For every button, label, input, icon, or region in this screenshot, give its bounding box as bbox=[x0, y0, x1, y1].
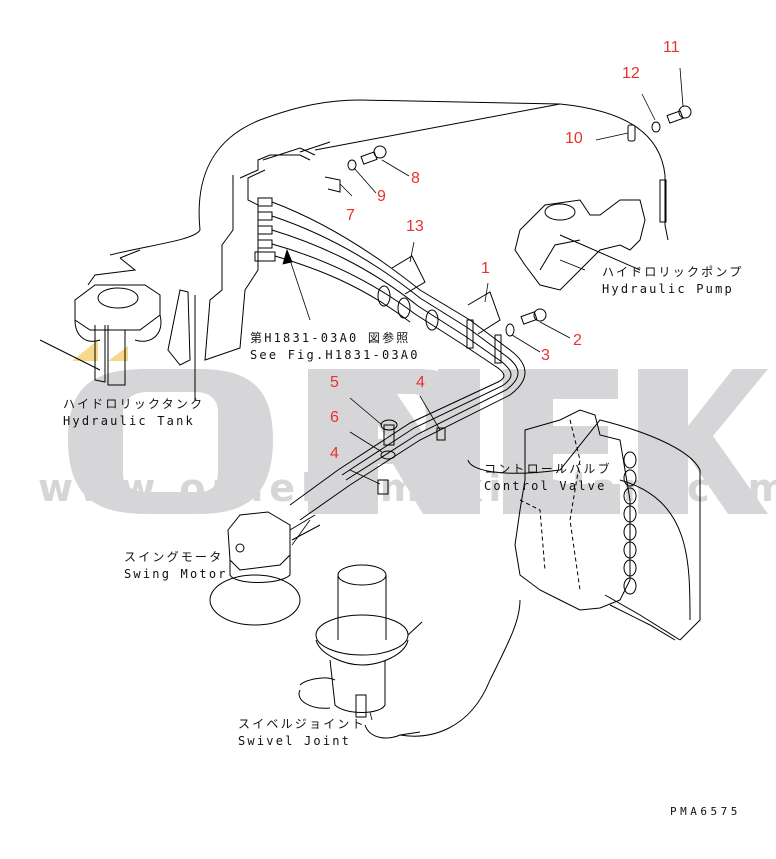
hydraulic-pump bbox=[515, 175, 668, 290]
clamp-1 bbox=[467, 292, 501, 363]
callout-13: 13 bbox=[406, 218, 424, 235]
label-swivel-joint: スイベルジョイント Swivel Joint bbox=[238, 717, 366, 748]
washer-12 bbox=[652, 122, 660, 132]
clamp-13 bbox=[378, 256, 438, 330]
callout-4-upper: 4 bbox=[416, 374, 425, 391]
control-valve bbox=[515, 410, 690, 640]
bolt-11 bbox=[667, 106, 691, 123]
washer-6 bbox=[381, 451, 395, 459]
callout-2: 2 bbox=[573, 332, 582, 349]
hydraulic-tank bbox=[40, 250, 190, 385]
callout-12: 12 bbox=[622, 65, 640, 82]
bracket-plate bbox=[205, 104, 560, 360]
callout-3: 3 bbox=[541, 347, 550, 364]
clamp-4-lower bbox=[378, 480, 388, 494]
valve-spools bbox=[624, 452, 636, 594]
label-control-valve: コントロールバルブ Control Valve bbox=[484, 462, 612, 493]
bolt-8 bbox=[361, 146, 386, 164]
clamp-4-upper bbox=[437, 428, 445, 440]
label-hydraulic-tank: ハイドロリックタンク Hydraulic Tank bbox=[63, 397, 205, 428]
callout-4-lower: 4 bbox=[330, 445, 339, 462]
swivel-joint bbox=[299, 565, 520, 738]
callout-6: 6 bbox=[330, 409, 339, 426]
callout-1: 1 bbox=[481, 260, 490, 277]
callout-8: 8 bbox=[411, 170, 420, 187]
drawing-code: PMA6575 bbox=[670, 805, 741, 818]
swing-motor bbox=[210, 512, 320, 625]
callout-9: 9 bbox=[377, 188, 386, 205]
bracket-7 bbox=[325, 177, 340, 192]
frame-outline bbox=[199, 100, 665, 230]
callout-7: 7 bbox=[346, 207, 355, 224]
callout-11: 11 bbox=[663, 39, 680, 56]
washer-9 bbox=[348, 160, 356, 170]
washer-3 bbox=[506, 324, 514, 336]
leader-lines bbox=[195, 68, 683, 720]
callout-10: 10 bbox=[565, 130, 583, 147]
reference-note: 第H1831-03A0 図参照 See Fig.H1831-03A0 bbox=[250, 331, 420, 362]
label-hydraulic-pump: ハイドロリックポンプ Hydraulic Pump bbox=[602, 265, 744, 296]
callout-5: 5 bbox=[330, 374, 339, 391]
bolt-5 bbox=[381, 420, 397, 445]
hose-bundle bbox=[272, 202, 525, 520]
bolt-2 bbox=[521, 309, 546, 324]
label-swing-motor: スイングモータ Swing Motor bbox=[124, 550, 228, 581]
clip-10 bbox=[628, 125, 635, 141]
